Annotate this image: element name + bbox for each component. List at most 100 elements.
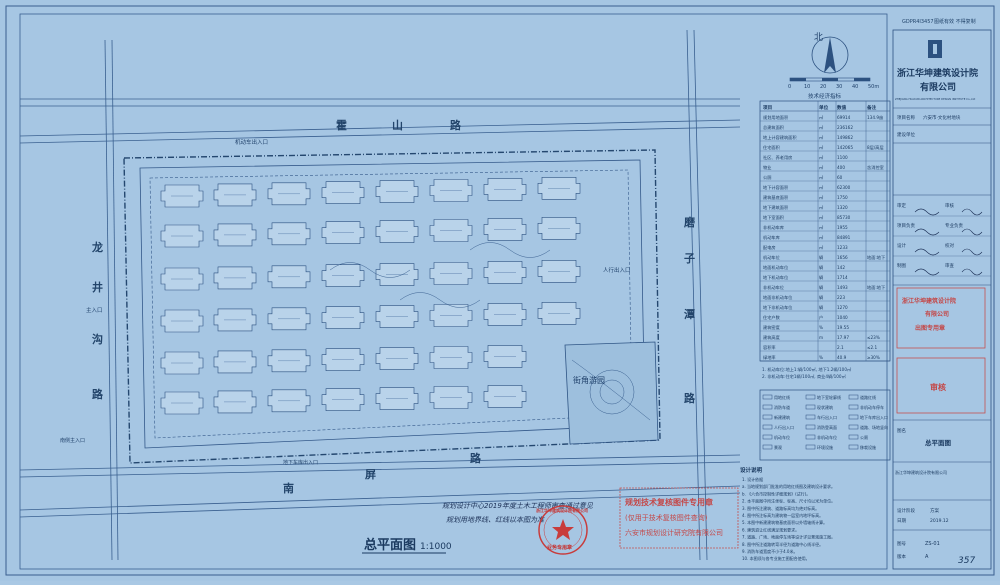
legend-item: 车行出入口 xyxy=(817,414,837,420)
scale-segment xyxy=(806,78,822,81)
project-label: 项目名称 xyxy=(897,114,915,121)
tech-table-cell: 建筑基底面积 xyxy=(763,194,788,201)
road-east-char-1: 磨 xyxy=(683,215,696,229)
legend-swatch xyxy=(762,394,773,400)
road-north-name: 霍 山 路 xyxy=(336,118,462,132)
design-note-line: a. 当地规划部门批准的用地红线图及建筑设计要求。 xyxy=(742,483,835,489)
north-gate-label: 机动车出入口 xyxy=(235,138,268,146)
fire-lane xyxy=(149,169,633,439)
company-name-line-2: 有限公司 xyxy=(920,81,956,93)
tech-table-cell: ㎡ xyxy=(819,204,824,210)
tech-table-cell: 142065 xyxy=(837,145,853,150)
legend-item: 地下车库出入口 xyxy=(860,414,888,420)
signature-mark xyxy=(914,248,940,256)
road-east-name: 磨 子 潭 路 xyxy=(683,215,696,405)
scale-segment xyxy=(854,78,870,81)
company-name-line-1: 浙江华坤建筑设计院 xyxy=(897,67,978,79)
road-north-char-2: 山 xyxy=(392,118,403,132)
role-label: 设计 xyxy=(897,242,906,249)
road-east-char-2: 子 xyxy=(684,252,695,265)
stage-value: 方案 xyxy=(930,507,939,514)
tech-table-cell: 60 xyxy=(837,175,843,180)
legend-swatch xyxy=(805,444,816,450)
north-arrow: 北 xyxy=(811,32,849,74)
role-label: 制图 xyxy=(897,262,906,269)
tech-table-cell: m xyxy=(819,335,823,340)
tech-table-cell: 1233 xyxy=(837,245,848,250)
scale-tick-label: 0 xyxy=(788,84,791,90)
legend-item: 地下室轮廓线 xyxy=(817,394,841,400)
header-note: 图纸有效 不得复制 xyxy=(934,18,976,25)
road-north-char-1: 霍 xyxy=(336,118,347,132)
legend-swatch xyxy=(848,424,859,430)
company-name-en: ZHEJIANG HUAKUN ARCHITECTURE DESIGN INST… xyxy=(895,97,976,101)
tech-table-cell: ㎡ xyxy=(819,164,824,170)
tech-table-cell: 17.97 xyxy=(837,335,849,340)
inner-border xyxy=(19,13,888,570)
legend-swatch xyxy=(848,434,859,440)
signature-mark xyxy=(961,208,983,216)
tech-table-header: 项目 xyxy=(763,104,772,111)
title-block xyxy=(892,29,992,570)
tech-table-cell: 1750 xyxy=(837,195,848,200)
corner-park xyxy=(564,341,659,445)
tech-table-cell: 236162 xyxy=(837,125,853,130)
tech-table-cell: 非机动车位 xyxy=(763,284,784,291)
road-south-char-1: 南 xyxy=(283,481,294,495)
design-notes-title: 设计说明 xyxy=(740,466,763,474)
legend-swatch xyxy=(848,444,859,450)
handwritten-line-1: 规划设计中心2019年度土木工程师审查通过意见 xyxy=(442,502,594,510)
scale-segment xyxy=(838,78,854,81)
east-gate-label: 人行出入口 xyxy=(603,266,631,274)
road-south-char-3: 路 xyxy=(470,451,482,465)
signature-mark xyxy=(961,248,983,256)
scale-tick-label: 40 xyxy=(852,84,858,90)
tech-table-header: 备注 xyxy=(866,104,877,111)
legend-item: 非机动车停车 xyxy=(860,404,884,410)
tech-table-cell: 辆 xyxy=(819,264,823,271)
tech-table-cell: 134.9亩 xyxy=(867,114,883,121)
review-stamp: 规划技术复核图件专用章 (仅用于技术复核图件查询) 六安市规划设计研究院有限公司 xyxy=(619,487,739,549)
review-stamp-line-2: (仅用于技术复核图件查询) xyxy=(625,513,708,522)
road-west-name: 龙 井 沟 路 xyxy=(91,240,104,401)
tech-table-cell: 19.55 xyxy=(837,325,849,330)
tech-table-cell: ㎡ xyxy=(819,114,824,120)
role-label: 审核 xyxy=(945,202,954,209)
road-west-char-4: 路 xyxy=(92,387,104,401)
sheet-name: 总平面图 xyxy=(925,438,952,447)
tech-table-cell: 非机动车库 xyxy=(763,224,784,231)
tech-table-cell: 1955 xyxy=(837,225,848,230)
tech-table-cell: ㎡ xyxy=(819,194,824,200)
design-note-line: 4. 图中所注标高为建筑物一层室内地坪标高。 xyxy=(742,512,823,518)
legend-swatch xyxy=(848,404,859,410)
tech-table-cell: 社区、养老用房 xyxy=(763,154,792,161)
red-seal-inner-text: 业务专用章 xyxy=(547,544,572,551)
legend-item: 景观 xyxy=(774,444,782,450)
legend-swatch xyxy=(848,414,859,420)
tech-table-cell: 85730 xyxy=(837,215,851,220)
tech-table-cell: 住宅面积 xyxy=(763,144,780,151)
scale-segment xyxy=(790,78,806,81)
south-left-gate-label: 南侧主入口 xyxy=(60,437,85,444)
tech-table-cell: 1040 xyxy=(837,315,848,320)
tech-table-cell: ≥30% xyxy=(867,355,880,360)
design-note-line: 1. 设计依据 xyxy=(742,476,763,482)
legend-item: 道路红线 xyxy=(860,394,876,400)
sheet-label: 图名 xyxy=(897,427,906,434)
tech-table-cell: 建筑密度 xyxy=(763,324,781,331)
road-south-char-2: 屏 xyxy=(365,468,376,481)
tech-table-cell: ≤23% xyxy=(867,335,880,340)
cert-stamp-red: 浙江华坤建筑设计院 有限公司 出图专用章 xyxy=(896,287,986,349)
tech-table-cell: 绿地率 xyxy=(763,354,776,361)
design-note-line: 5. 本图中新建建筑物基底面积以外墙轴线计算。 xyxy=(742,519,827,525)
legend-item: 非机动车位 xyxy=(817,434,837,440)
tech-table-cell: 辆 xyxy=(819,304,823,311)
tech-table-cell: 机动车库 xyxy=(763,234,780,241)
tech-table-cell: 地面:地下 xyxy=(867,254,885,261)
tech-table-cell: 辆 xyxy=(819,294,823,301)
signature-mark xyxy=(914,228,940,236)
red-seal-outer-text: 浙江华坤建筑设计院有限公司 xyxy=(536,507,588,513)
plan-scale: 1:1000 xyxy=(420,542,452,552)
